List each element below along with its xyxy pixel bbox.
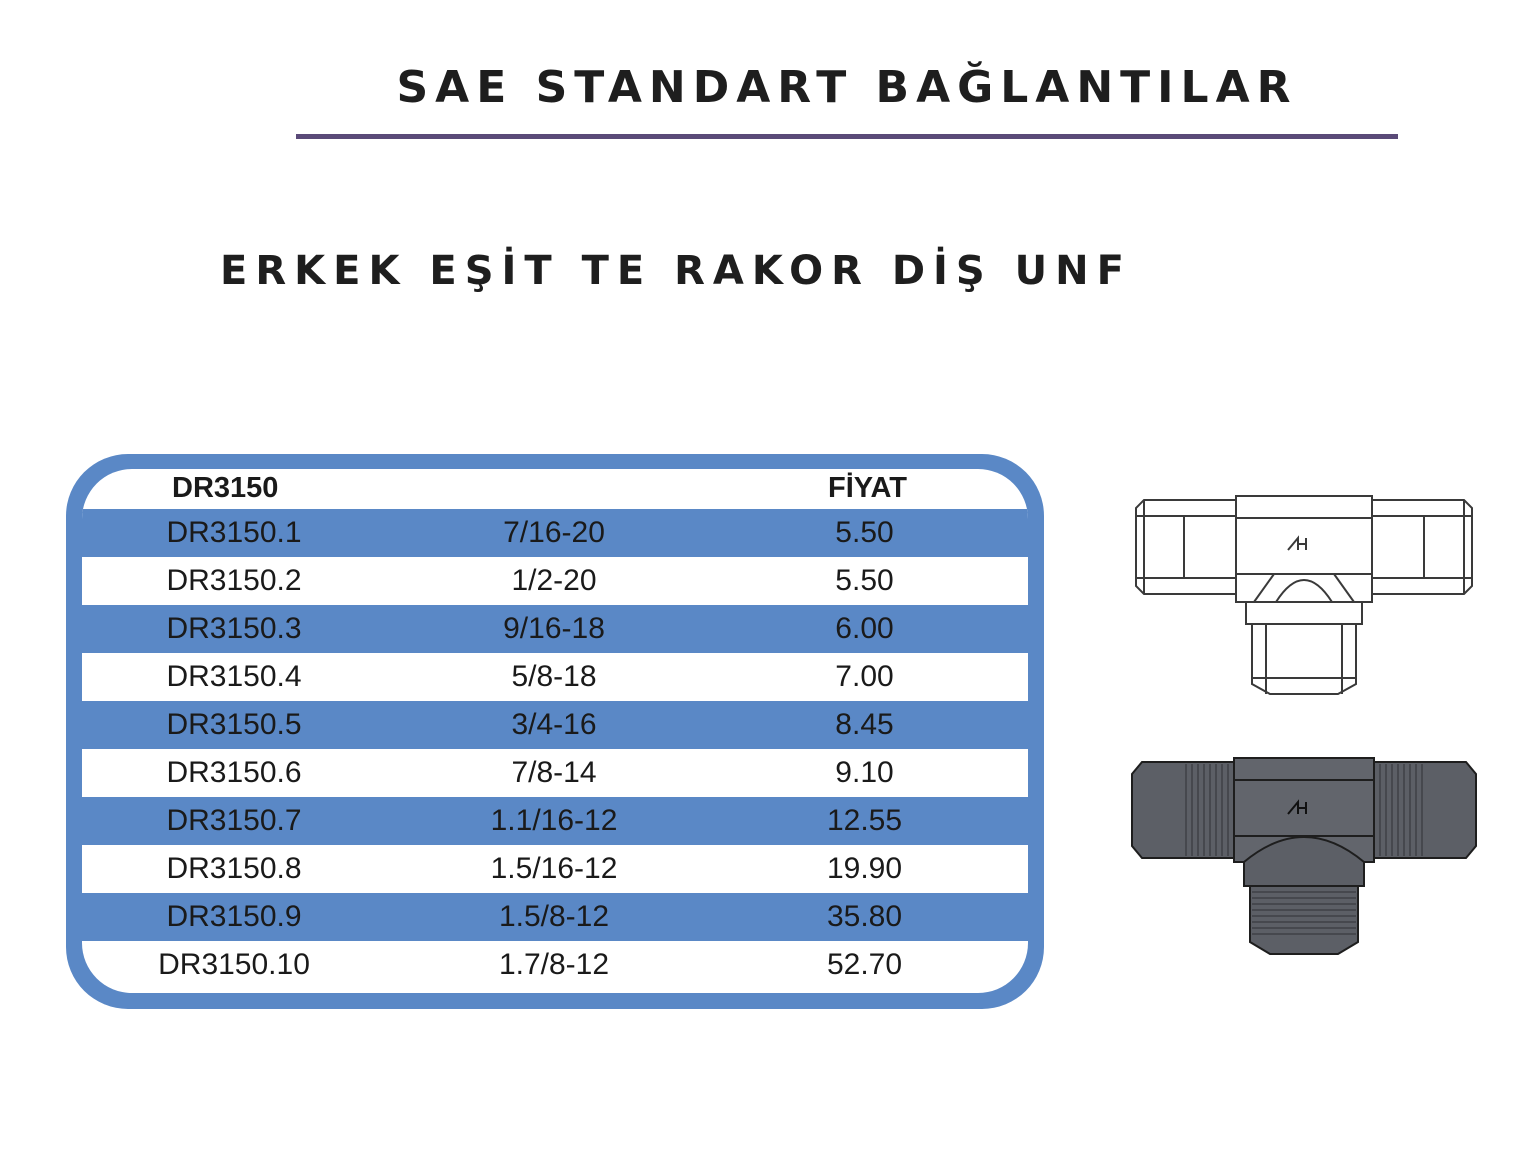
price-column-header: FİYAT [828,472,907,504]
product-code: DR3150.10 [158,948,310,981]
tee-fitting-shaded-icon [1131,757,1477,955]
price: 7.00 [835,660,894,693]
product-title: ERKEK EŞİT TE RAKOR DİŞ UNF [220,248,1132,294]
title-underline [296,134,1398,139]
price: 35.80 [826,900,903,933]
product-code: DR3150.7 [166,804,302,837]
product-code: DR3150.6 [166,756,302,789]
page-title: SAE STANDART BAĞLANTILAR [396,62,1298,113]
table-row: DR3150.7 1.1/16-12 12.55 [82,797,1028,845]
thread-size: 1/2-20 [511,564,597,597]
table-row: DR3150.9 1.5/8-12 35.80 [82,893,1028,941]
table-row: DR3150.2 1/2-20 5.50 [82,557,1028,605]
price-table: DR3150 FİYAT DR3150.1 7/16-20 5.50 DR315… [82,469,1028,993]
product-code: DR3150.1 [166,516,302,549]
table-row: DR3150.3 9/16-18 6.00 [82,605,1028,653]
table-row: DR3150.8 1.5/16-12 19.90 [82,845,1028,893]
table-row: DR3150.5 3/4-16 8.45 [82,701,1028,749]
thread-size: 1.5/16-12 [490,852,618,885]
product-code: DR3150.8 [166,852,302,885]
thread-size: 5/8-18 [511,660,597,693]
thread-size: 9/16-18 [503,612,605,645]
table-row: DR3150.4 5/8-18 7.00 [82,653,1028,701]
price: 8.45 [835,708,894,741]
thread-size: 1.5/8-12 [498,900,610,933]
table-row: DR3150.6 7/8-14 9.10 [82,749,1028,797]
thread-size: 7/8-14 [511,756,597,789]
product-code: DR3150.9 [166,900,302,933]
table-row: DR3150.10 1.7/8-12 52.70 [82,941,1028,989]
table-header-row: DR3150 FİYAT [82,469,1028,509]
product-code: DR3150.4 [166,660,302,693]
code-column-header: DR3150 [172,472,279,504]
price: 12.55 [826,804,903,837]
price: 19.90 [826,852,903,885]
price: 5.50 [835,516,894,549]
thread-size: 1.7/8-12 [498,948,610,981]
table-row: DR3150.1 7/16-20 5.50 [82,509,1028,557]
tee-fitting-outline-icon [1135,495,1473,695]
price: 5.50 [835,564,894,597]
price: 52.70 [826,948,903,981]
price: 9.10 [835,756,894,789]
thread-size: 7/16-20 [503,516,605,549]
thread-size: 3/4-16 [511,708,597,741]
product-code: DR3150.3 [166,612,302,645]
product-code: DR3150.2 [166,564,302,597]
product-code: DR3150.5 [166,708,302,741]
price: 6.00 [835,612,894,645]
thread-size: 1.1/16-12 [490,804,618,837]
